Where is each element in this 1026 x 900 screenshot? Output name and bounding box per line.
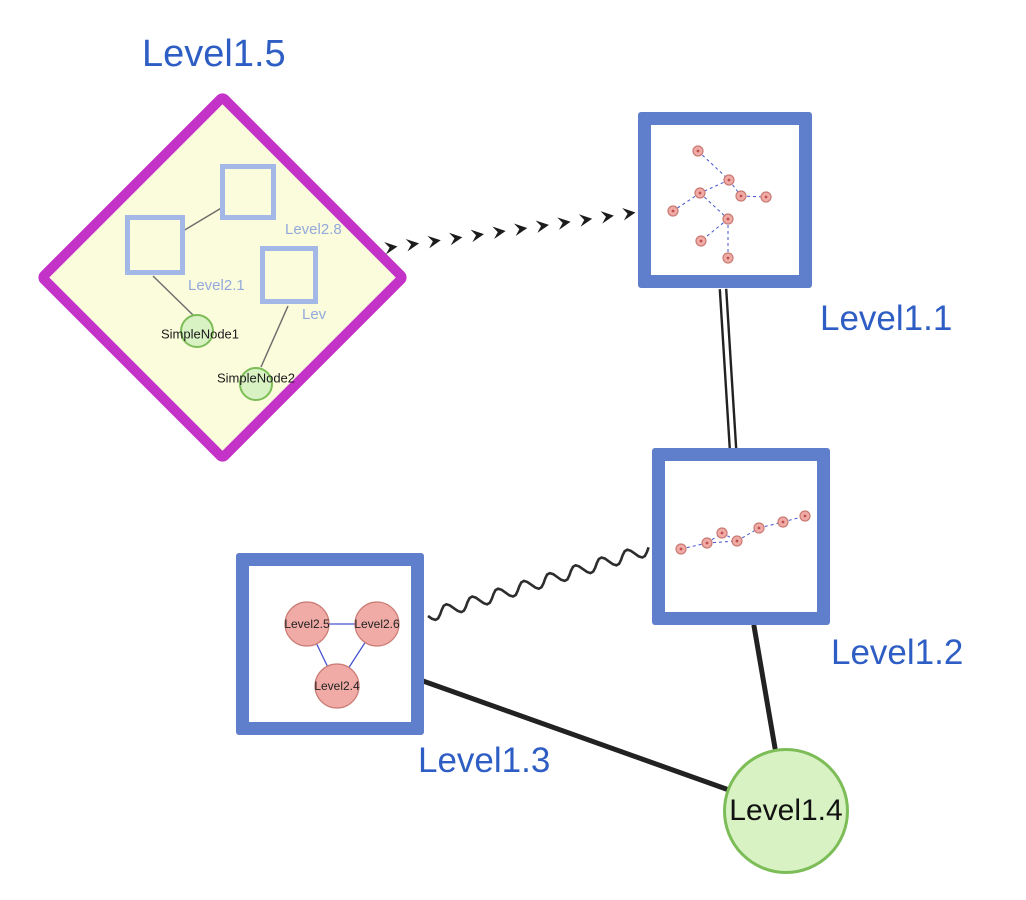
mini-node-dot [699, 239, 703, 243]
mini-node-dot [705, 541, 709, 545]
mini-node[interactable] [284, 601, 330, 647]
mini-node-dot [726, 217, 730, 221]
label-level1-4: Level1.4 [729, 794, 843, 827]
node-level2-8[interactable] [220, 164, 276, 220]
label-simplenode2: SimpleNode2 [216, 370, 296, 386]
mini-node-dot [727, 178, 731, 182]
level1-2-inner-graph [675, 510, 811, 555]
label-level1-2: Level1.2 [831, 633, 964, 672]
mini-node[interactable] [354, 601, 400, 647]
label-level2-5: Level2.5 [284, 617, 330, 631]
mini-node-dot [720, 531, 724, 535]
node-level2-1[interactable] [125, 215, 185, 275]
label-level2-1: Level2.1 [188, 277, 245, 294]
label-level1-5: Level1.5 [142, 33, 286, 75]
node-simplenode2[interactable] [239, 367, 273, 401]
mini-node-dot [698, 191, 702, 195]
edge-level1_1-level1_2-double-line[interactable] [718, 288, 738, 450]
level1-1-inner-graph [667, 145, 772, 264]
mini-node-dot [764, 195, 768, 199]
mini-node-dot [726, 256, 730, 260]
mini-node-dot [696, 149, 700, 153]
label-level2-6: Level2.6 [354, 617, 400, 631]
mini-edge [736, 527, 760, 542]
label-simplenode1: SimpleNode1 [160, 326, 240, 342]
node-level1-1[interactable] [638, 112, 812, 288]
mini-node-dot [757, 526, 761, 530]
label-level2-8: Level2.8 [285, 221, 342, 238]
edge-level1_5-level1_1-dashed-arrow[interactable] [384, 208, 636, 255]
mini-node[interactable] [314, 663, 360, 709]
level1-3-inner-graph: Level2.5 Level2.6 Level2.4 [284, 601, 400, 709]
mini-node-dot [679, 547, 683, 551]
mini-node-dot [671, 209, 675, 213]
label-level2-clipped: Lev [302, 306, 327, 323]
node-level1-2[interactable] [652, 448, 830, 625]
mini-node-dot [803, 514, 807, 518]
node-level1-3[interactable]: Level2.5 Level2.6 Level2.4 [236, 553, 424, 735]
mini-node-dot [739, 194, 743, 198]
mini-edge [680, 542, 708, 550]
label-level1-1: Level1.1 [820, 299, 953, 338]
node-level2-clipped[interactable] [260, 246, 318, 304]
node-level1-4[interactable]: Level1.4 [723, 748, 849, 874]
node-simplenode1[interactable] [180, 314, 214, 348]
edge-level1_2-level1_4-solid[interactable] [751, 623, 778, 751]
mini-node-dot [735, 539, 739, 543]
mini-edge [697, 150, 730, 181]
mini-node-dot [781, 520, 785, 524]
label-level1-3: Level1.3 [418, 741, 551, 780]
mini-edge [699, 192, 729, 220]
edge-level1_3-level1_2-wavy[interactable] [427, 546, 650, 622]
label-level2-4: Level2.4 [314, 679, 360, 693]
